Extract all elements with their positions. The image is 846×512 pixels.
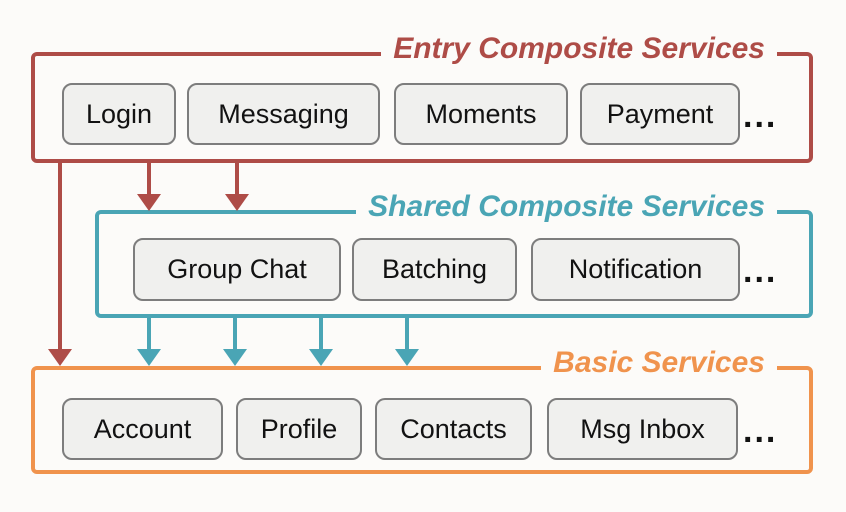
entry-ellipsis: ... [743,96,778,135]
arrowhead-down-icon [395,349,419,366]
service-box-payment: Payment [580,83,740,145]
basic-layer-title: Basic Services [541,344,777,382]
arrowhead-down-icon [223,349,247,366]
service-box-msg-inbox: Msg Inbox [547,398,738,460]
arrow-shaft [58,163,62,350]
arrow-entry-to-shared-2 [225,163,249,211]
arrow-entry-to-basic [48,163,72,366]
basic-ellipsis: ... [743,411,778,450]
service-box-messaging: Messaging [187,83,380,145]
arrow-shaft [235,163,239,195]
arrow-shared-to-basic-3 [309,318,333,366]
arrow-shaft [319,318,323,350]
arrowhead-down-icon [309,349,333,366]
arrow-shaft [233,318,237,350]
arrowhead-down-icon [225,194,249,211]
service-box-profile: Profile [236,398,362,460]
basic-services-layer: Basic Services Account Profile Contacts … [31,344,813,474]
service-box-notification: Notification [531,238,740,301]
shared-composite-services-layer: Shared Composite Services Group Chat Bat… [95,188,813,318]
arrowhead-down-icon [48,349,72,366]
arrow-shared-to-basic-1 [137,318,161,366]
arrow-shared-to-basic-2 [223,318,247,366]
arrow-entry-to-shared-1 [137,163,161,211]
service-box-login: Login [62,83,176,145]
arrow-shaft [147,318,151,350]
arrow-shaft [405,318,409,350]
entry-composite-services-layer: Entry Composite Services Login Messaging… [31,30,813,163]
shared-layer-title: Shared Composite Services [356,188,777,226]
service-box-contacts: Contacts [375,398,532,460]
service-box-group-chat: Group Chat [133,238,341,301]
entry-layer-title: Entry Composite Services [381,30,777,68]
arrow-shared-to-basic-4 [395,318,419,366]
shared-ellipsis: ... [743,252,778,290]
arrowhead-down-icon [137,349,161,366]
arrow-shaft [147,163,151,195]
service-box-account: Account [62,398,223,460]
service-box-moments: Moments [394,83,568,145]
service-box-batching: Batching [352,238,517,301]
arrowhead-down-icon [137,194,161,211]
